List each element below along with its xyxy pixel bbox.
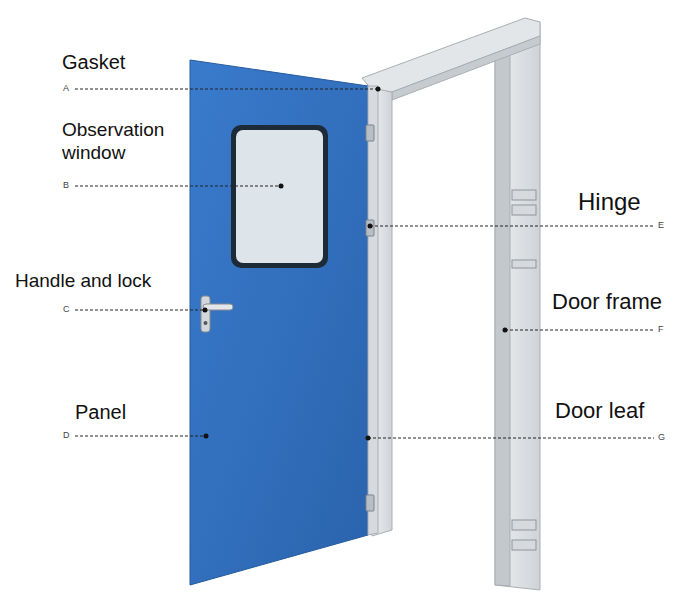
window-frame bbox=[231, 125, 328, 268]
part-name: Observation window bbox=[62, 119, 192, 165]
frame-top-beam bbox=[362, 18, 540, 92]
part-name: Handle and lock bbox=[15, 270, 151, 293]
part-name: Door leaf bbox=[555, 398, 644, 424]
frame-brackets bbox=[512, 190, 536, 550]
handle-plate bbox=[201, 296, 210, 332]
part-name: Hinge bbox=[578, 188, 641, 217]
leader-dots bbox=[203, 87, 508, 441]
frame-top-face bbox=[392, 36, 540, 100]
part-name: Gasket bbox=[62, 50, 125, 74]
handle-lever bbox=[203, 304, 233, 310]
callout-letter: C bbox=[63, 304, 70, 315]
window-glass bbox=[236, 130, 323, 263]
door-edge bbox=[368, 86, 378, 535]
leader-lines bbox=[75, 89, 654, 438]
part-name: Door frame bbox=[552, 289, 662, 315]
callout-letter: A bbox=[63, 83, 69, 94]
callout-letter: D bbox=[63, 430, 70, 441]
callout-letter: E bbox=[658, 220, 664, 231]
callout-letter: F bbox=[658, 324, 664, 335]
callout-letter: B bbox=[63, 180, 69, 191]
hinge-symbol bbox=[366, 125, 374, 511]
part-name: Panel bbox=[75, 400, 126, 424]
frame-inner-face bbox=[495, 32, 510, 586]
keyhole bbox=[204, 321, 208, 325]
frame-post bbox=[495, 22, 540, 590]
door-panel bbox=[190, 60, 368, 585]
callout-letter: G bbox=[658, 432, 665, 443]
